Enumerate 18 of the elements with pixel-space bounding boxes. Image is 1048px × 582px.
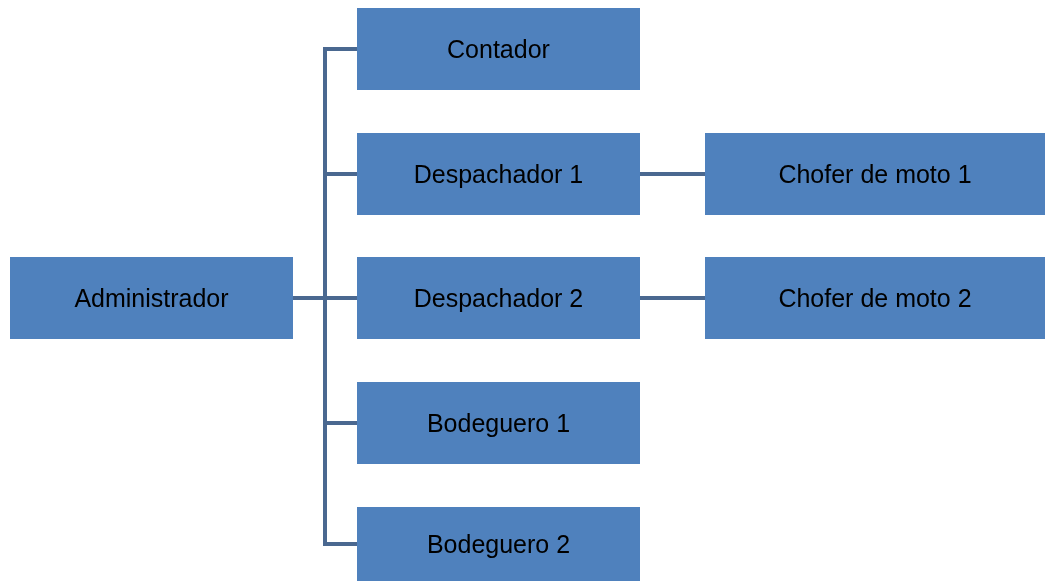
role-box <box>357 133 640 215</box>
role-label: Chofer de moto 2 <box>778 283 972 313</box>
role-label: Bodeguero 2 <box>426 529 571 559</box>
role-box <box>357 257 640 339</box>
role-box <box>357 507 640 581</box>
role-label: Bodeguero 1 <box>426 408 571 438</box>
role-label: Administrador <box>74 283 229 313</box>
role-box <box>705 133 1045 215</box>
connector-line <box>640 172 705 176</box>
connector-line <box>640 296 705 300</box>
role-box <box>357 382 640 464</box>
role-box <box>10 257 293 339</box>
role-box <box>705 257 1045 339</box>
role-label: Contador <box>447 34 550 64</box>
role-label: Despachador 1 <box>413 159 584 189</box>
role-label: Chofer de moto 1 <box>778 159 972 189</box>
role-box <box>357 8 640 90</box>
role-label: Despachador 2 <box>413 283 584 313</box>
